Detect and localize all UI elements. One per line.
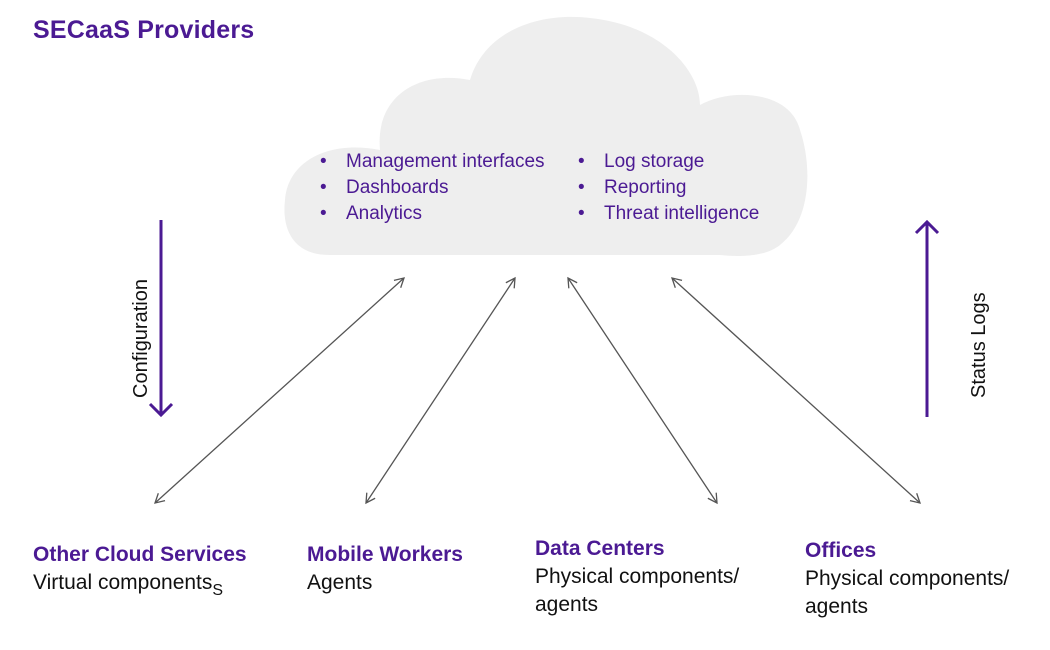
endpoint-offices: Offices Physical components/ agents: [805, 537, 1009, 621]
status-logs-arrow: [914, 219, 940, 417]
endpoint-title: Other Cloud Services: [33, 543, 247, 566]
endpoint-subtitle-text: Virtual components: [33, 571, 213, 594]
connector-data-centers: [567, 276, 718, 505]
connector-offices: [671, 277, 921, 504]
cloud-item: Dashboards: [320, 175, 545, 201]
connector-other-cloud: [154, 277, 405, 504]
cloud-item: Threat intelligence: [578, 201, 759, 227]
diagram-title: SECaaS Providers: [33, 16, 255, 44]
cloud-item: Log storage: [578, 149, 759, 175]
endpoint-title: Mobile Workers: [307, 543, 463, 566]
endpoint-subtitle: Physical components/: [805, 567, 1010, 590]
endpoint-other-cloud-services: Other Cloud Services Virtual componentsS: [33, 541, 247, 605]
endpoint-subtitle: Physical components/: [535, 565, 740, 588]
cloud-item: Reporting: [578, 175, 759, 201]
connector-mobile-workers: [365, 276, 516, 505]
endpoint-data-centers: Data Centers Physical components/ agents: [535, 535, 739, 619]
configuration-arrow: [148, 220, 174, 418]
endpoint-subtitle: Agents: [307, 571, 373, 594]
cloud-item: Management interfaces: [320, 149, 545, 175]
endpoint-mobile-workers: Mobile Workers Agents: [307, 541, 463, 597]
endpoint-subtitle: Virtual componentsS: [33, 569, 247, 605]
cloud-item: Analytics: [320, 201, 545, 227]
cloud-list-left: Management interfaces Dashboards Analyti…: [320, 149, 545, 227]
cloud-list-right: Log storage Reporting Threat intelligenc…: [578, 149, 759, 227]
endpoint-subtitle-suffix: S: [212, 582, 224, 599]
endpoint-title: Data Centers: [535, 537, 665, 560]
status-logs-label: Status Logs: [968, 292, 990, 398]
configuration-label: Configuration: [130, 279, 152, 398]
endpoint-title: Offices: [805, 539, 877, 562]
endpoint-subtitle-line2: agents: [805, 595, 869, 618]
endpoint-subtitle-line2: agents: [535, 593, 599, 616]
